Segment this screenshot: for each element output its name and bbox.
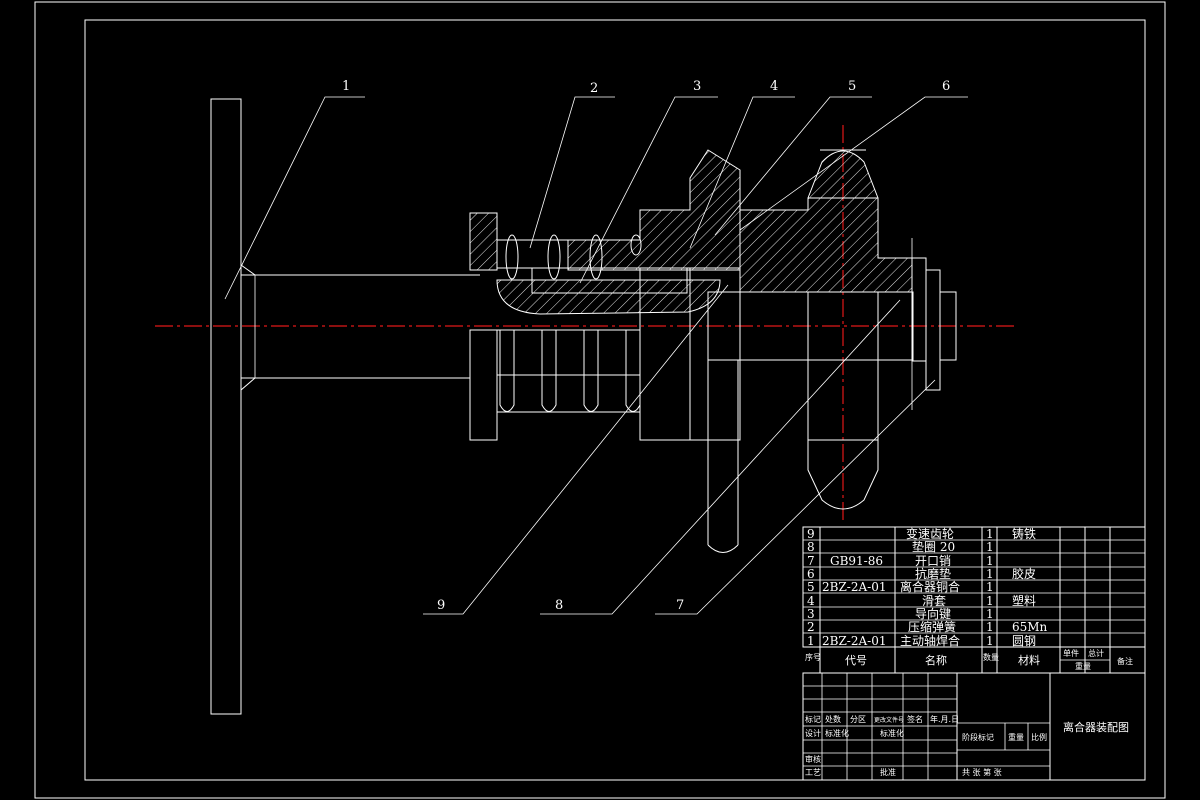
bom-no: 6 (807, 567, 815, 581)
svg-text:标准化: 标准化 (825, 728, 849, 738)
svg-text:标记: 标记 (805, 714, 821, 724)
bom-qty: 1 (986, 594, 994, 608)
leader-lines (224, 96, 968, 615)
svg-text:单件: 单件 (1063, 648, 1079, 658)
callout-9: 9 (437, 598, 445, 613)
bom-name: 导向键 (915, 606, 951, 621)
svg-text:重量: 重量 (1075, 661, 1091, 671)
bom-no: 9 (807, 527, 815, 541)
svg-text:审核: 审核 (805, 754, 821, 764)
bom-code: 2BZ-2A-01 (822, 634, 886, 648)
bom-name: 压缩弹簧 (908, 619, 956, 634)
callout-6: 6 (942, 79, 950, 94)
callout-2: 2 (590, 81, 598, 96)
bom-no: 7 (807, 554, 815, 568)
svg-text:代号: 代号 (845, 654, 867, 667)
washer-and-pin (911, 238, 957, 410)
svg-text:总计: 总计 (1088, 648, 1104, 658)
svg-text:数量: 数量 (983, 652, 999, 662)
bom-qty: 1 (986, 540, 994, 554)
drawing-title: 离合器装配图 (1063, 720, 1129, 734)
svg-text:重量: 重量 (1008, 732, 1024, 742)
bom-no: 5 (807, 580, 815, 594)
svg-text:设计: 设计 (805, 728, 821, 738)
bom-name: 变速齿轮 (906, 526, 954, 541)
svg-text:年.月.日: 年.月.日 (930, 714, 959, 724)
bom-name: 滑套 (922, 594, 946, 608)
bom-qty: 1 (986, 620, 994, 634)
change-gear (807, 149, 879, 510)
bom-qty: 1 (986, 567, 994, 581)
inner-frame (84, 19, 1146, 781)
clutch-body (707, 197, 914, 553)
callout-3: 3 (693, 79, 701, 94)
bom-no: 2 (807, 620, 815, 634)
callout-8: 8 (555, 598, 563, 613)
bom-material: 胶皮 (1012, 566, 1036, 581)
bom-qty: 1 (986, 607, 994, 621)
bom-material: 铸铁 (1012, 526, 1036, 541)
svg-text:材料: 材料 (1018, 653, 1040, 667)
clutch-sleeve (567, 149, 741, 441)
bom-material: 塑料 (1012, 593, 1036, 608)
bom-qty: 1 (986, 580, 994, 594)
svg-text:阶段标记: 阶段标记 (962, 732, 994, 742)
bom-table (802, 526, 1146, 674)
bom-name: 抗磨垫 (915, 566, 951, 581)
bom-material: 圆钢 (1012, 634, 1036, 648)
bom-qty: 1 (986, 527, 994, 541)
svg-text:备注: 备注 (1117, 656, 1133, 666)
bom-code: 2BZ-2A-01 (822, 580, 886, 594)
svg-text:处数: 处数 (825, 714, 841, 724)
svg-text:签名: 签名 (907, 714, 923, 724)
callout-5: 5 (848, 79, 856, 94)
bom-qty: 1 (986, 554, 994, 568)
svg-text:序号: 序号 (805, 652, 821, 662)
drive-shaft-assembly (210, 98, 480, 715)
bom-name: 主动轴焊合 (900, 633, 960, 648)
svg-text:更改文件号: 更改文件号 (874, 716, 904, 724)
bom-no: 8 (807, 540, 815, 554)
callout-4: 4 (770, 79, 778, 94)
bom-rows: 9 变速齿轮 1 铸铁 8 垫圈 20 1 7 GB91-86 开口销 1 6 … (807, 526, 1048, 648)
bom-no: 3 (807, 607, 815, 621)
guide-key (496, 267, 721, 315)
callout-7: 7 (676, 598, 684, 613)
callout-1: 1 (342, 79, 350, 94)
bom-no: 1 (807, 634, 815, 648)
bom-no: 4 (807, 594, 815, 608)
bom-name: 垫圈 20 (912, 539, 955, 554)
svg-text:共 张 第 张: 共 张 第 张 (962, 767, 1002, 777)
svg-text:标准化: 标准化 (880, 728, 904, 738)
bom-name: 离合器铜合 (900, 579, 960, 594)
bom-qty: 1 (986, 634, 994, 648)
bom-code: GB91-86 (830, 554, 883, 568)
spring-housing (469, 212, 640, 441)
title-block: 标记 处数 分区 更改文件号 签名 年.月.日 设计 标准化 标准化 阶段标记 … (802, 672, 1146, 781)
bom-header: 序号 代号 名称 数量 材料 单件 总计 重量 备注 (805, 648, 1133, 671)
svg-text:工艺: 工艺 (805, 768, 821, 777)
bom-name: 开口销 (915, 554, 951, 568)
svg-text:批准: 批准 (880, 767, 896, 777)
svg-text:分区: 分区 (850, 715, 866, 724)
svg-text:比例: 比例 (1031, 732, 1047, 742)
svg-text:名称: 名称 (925, 653, 947, 667)
outer-frame (34, 1, 1166, 799)
bom-material: 65Mn (1012, 620, 1048, 634)
